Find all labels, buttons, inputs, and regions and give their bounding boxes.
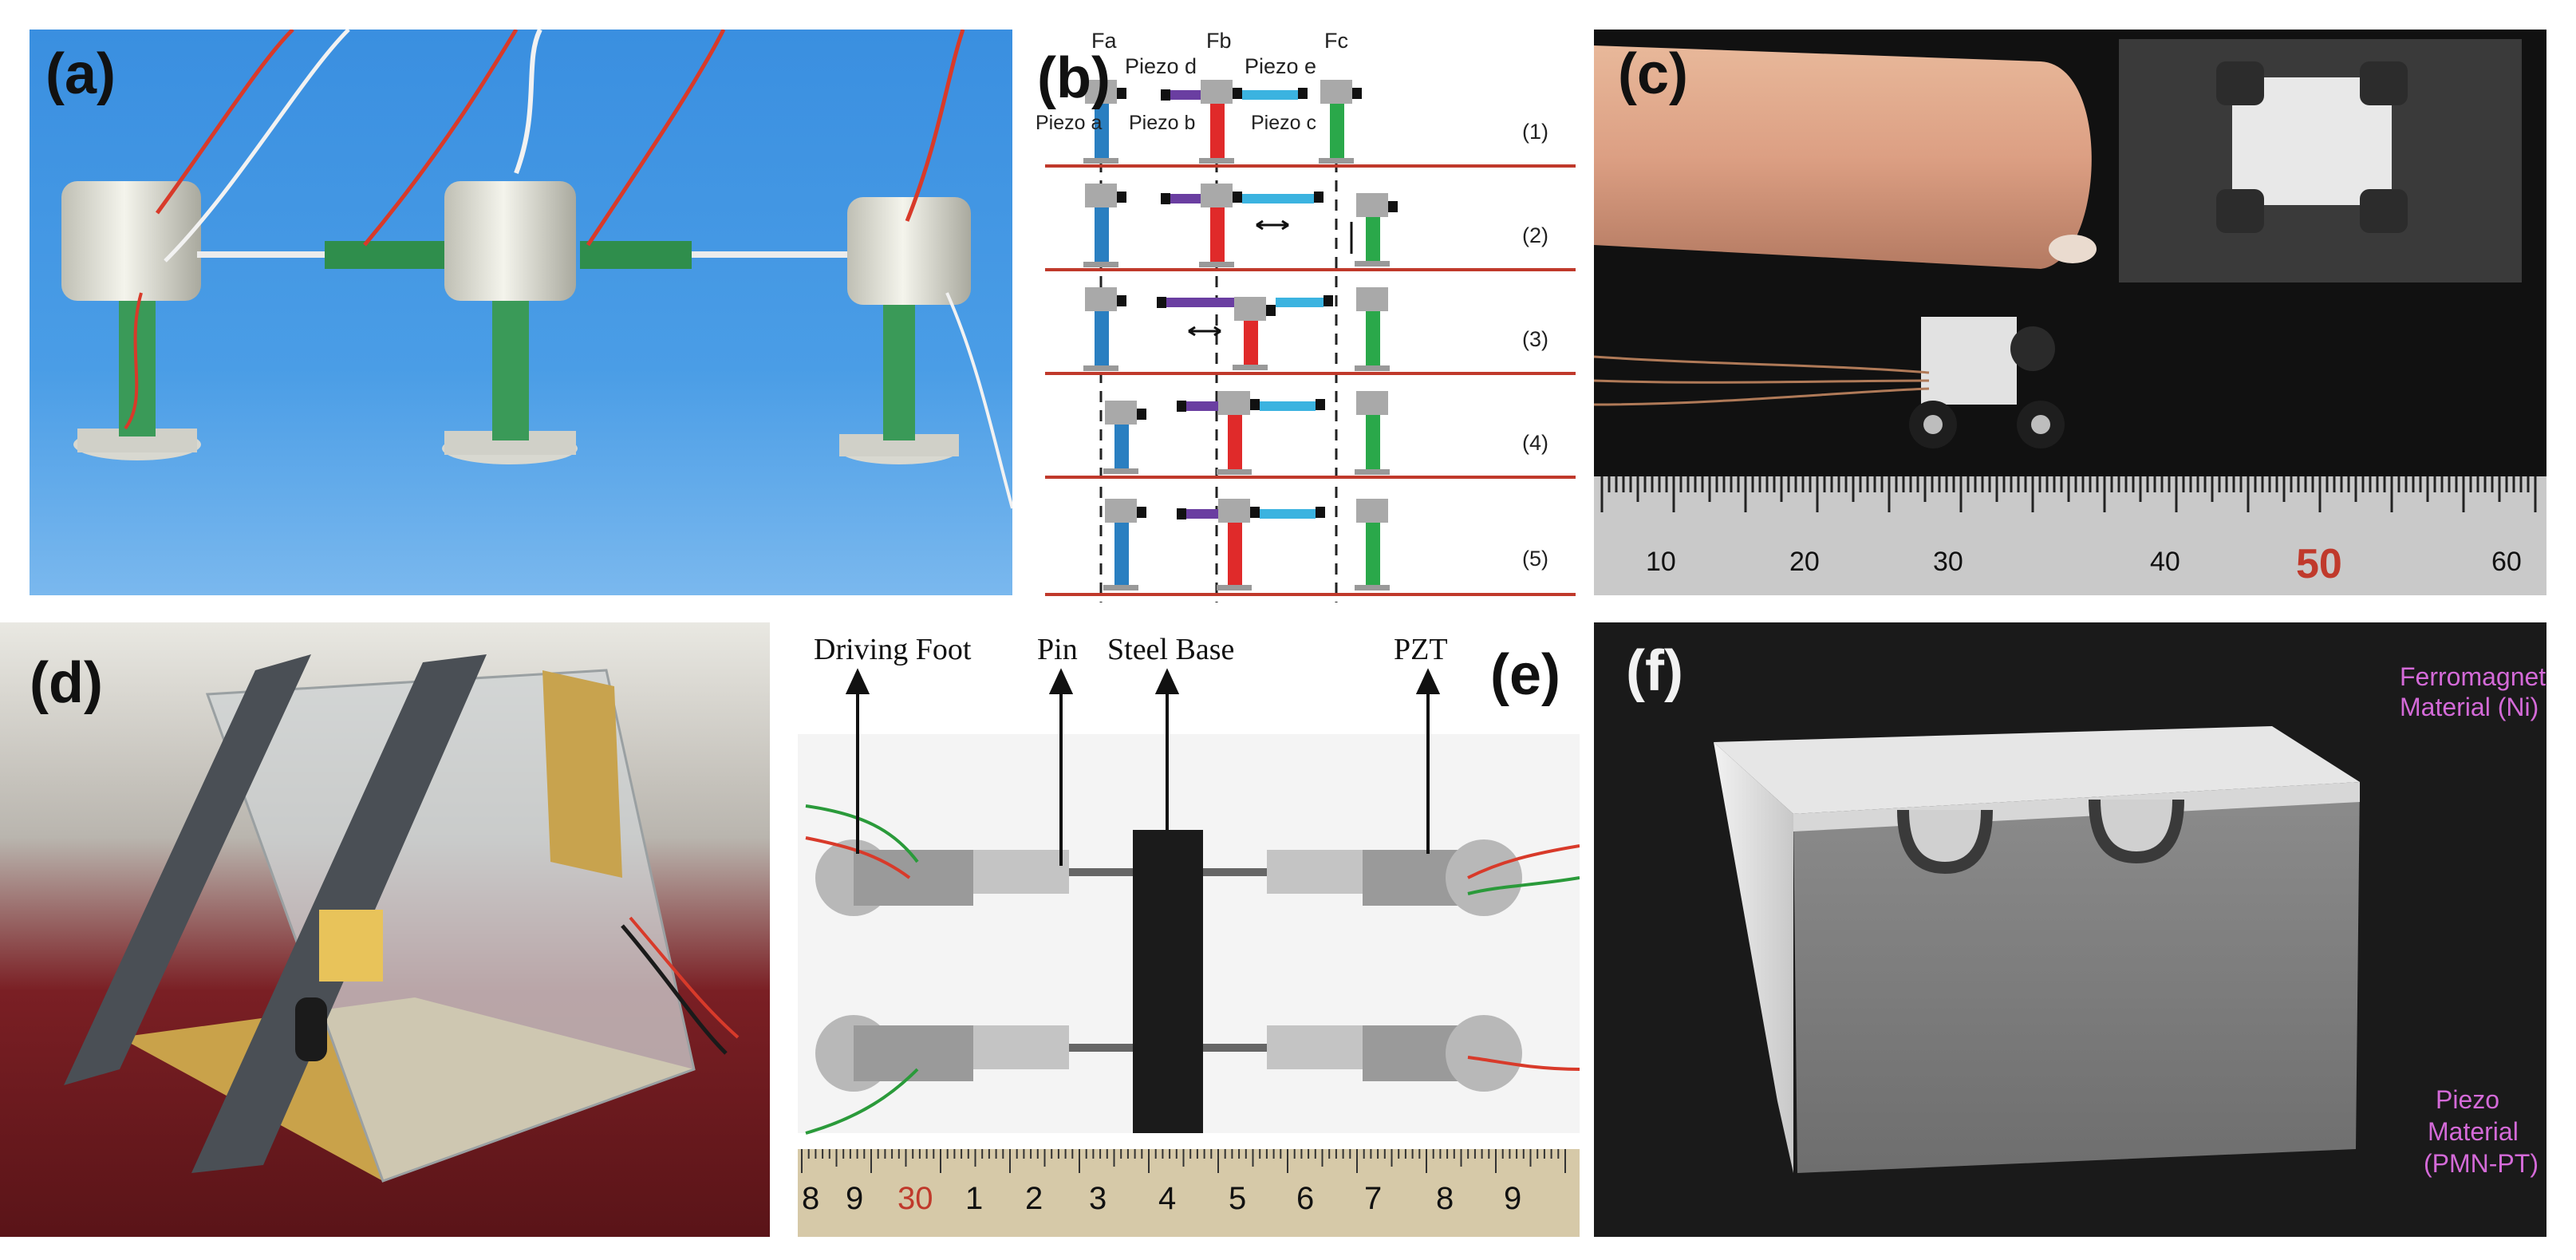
ruler-c-50: 50 (2296, 541, 2342, 587)
ruler-e-8b: 8 (1436, 1181, 1454, 1216)
ruler-c-20: 20 (1789, 547, 1820, 577)
gait-row-2 (1083, 184, 1398, 267)
piezo-material-line2: Material (2428, 1117, 2519, 1146)
panel-c-photo: (c) 10 20 30 40 50 60 (1594, 30, 2546, 595)
ruler-e-8a: 8 (802, 1181, 820, 1216)
panel-a-photo: (a) (30, 30, 1012, 595)
gait-sequence-diagram (1045, 80, 1576, 602)
ruler-e-7: 7 (1364, 1181, 1383, 1216)
ruler-e-9b: 9 (1504, 1181, 1522, 1216)
ruler-e-5: 5 (1229, 1181, 1247, 1216)
step-label-5: (5) (1522, 547, 1548, 571)
panel-c-image (1594, 30, 2546, 595)
foot-label-fb: Fb (1206, 29, 1232, 53)
driving-foot-label: Driving Foot (814, 633, 972, 666)
steel-base-label: Steel Base (1107, 633, 1235, 666)
ruler-e-4: 4 (1158, 1181, 1177, 1216)
strip-left (64, 654, 311, 1085)
piezo-c-label: Piezo c (1251, 112, 1316, 134)
panel-e-label: (e) (1490, 643, 1560, 707)
panel-e-image (798, 668, 1580, 1237)
panel-f-label: (f) (1626, 639, 1683, 703)
piezo-d-label: Piezo d (1125, 54, 1197, 78)
finger-shape (1594, 45, 2092, 269)
ruler-e-2: 2 (1025, 1181, 1043, 1216)
step-label-1: (1) (1522, 120, 1548, 144)
gait-row-5 (1103, 499, 1390, 591)
ruler-e (798, 1149, 1580, 1237)
panel-b-label: (b) (1037, 46, 1110, 110)
gait-row-3 (1083, 287, 1390, 371)
ruler-e-1: 1 (965, 1181, 984, 1216)
ruler-c-30: 30 (1933, 547, 1963, 577)
piezo-material-line3: (PMN-PT) (2424, 1149, 2539, 1178)
walker-unit-middle (442, 181, 578, 464)
panel-a-image (30, 30, 1012, 595)
ruler-e-30: 30 (897, 1181, 933, 1216)
pmn-pt-front-face (1793, 782, 2360, 1173)
step-label-4: (4) (1522, 431, 1548, 455)
piezo-material-line1: Piezo (2436, 1085, 2500, 1114)
ruler-e-9a: 9 (846, 1181, 864, 1216)
ruler (1594, 476, 2546, 595)
panel-f-image (1594, 622, 2546, 1237)
ruler-e-3: 3 (1089, 1181, 1107, 1216)
panel-c-label: (c) (1618, 42, 1688, 106)
step-label-3: (3) (1522, 327, 1548, 351)
pin-label: Pin (1037, 633, 1078, 666)
ruler-e-6: 6 (1296, 1181, 1315, 1216)
ruler-c-10: 10 (1646, 547, 1676, 577)
gait-row-1 (1083, 80, 1362, 164)
panel-d-image (0, 622, 770, 1237)
pzt-label: PZT (1394, 633, 1448, 666)
gait-row-4 (1103, 391, 1390, 475)
foot-label-fc: Fc (1324, 29, 1348, 53)
panel-d-label: (d) (30, 651, 103, 715)
walker-unit-left (61, 181, 201, 460)
foot-label-fa: Fa (1091, 29, 1117, 53)
panel-d-photo: (d) (0, 622, 770, 1237)
ruler-c-40: 40 (2150, 547, 2180, 577)
piezo-e-label: Piezo e (1245, 54, 1317, 78)
panel-f-photo: (f) Ferromagnetic Material (Ni) Piezo Ma… (1594, 622, 2546, 1237)
piezo-a-label: Piezo a (1037, 112, 1103, 134)
steel-base (1133, 830, 1203, 1133)
nickel-top-surface (1714, 726, 2360, 814)
panel-e-photo: Driving Foot Pin Steel Base PZT (e) 8 9 … (798, 622, 1580, 1237)
piezo-b-label: Piezo b (1129, 112, 1196, 134)
ferromagnetic-label-line2: Material (Ni) (2400, 693, 2539, 721)
step-label-2: (2) (1522, 223, 1548, 247)
mini-robot (1921, 317, 2017, 405)
ferromagnetic-label-line1: Ferromagnetic (2400, 662, 2546, 691)
panel-b-diagram: (b) Fa Fb Fc Piezo d Piezo e Piezo a Pie… (1037, 16, 1580, 606)
panel-a-label: (a) (45, 42, 116, 106)
ruler-c-60: 60 (2491, 547, 2522, 577)
walker-unit-right (839, 197, 971, 464)
